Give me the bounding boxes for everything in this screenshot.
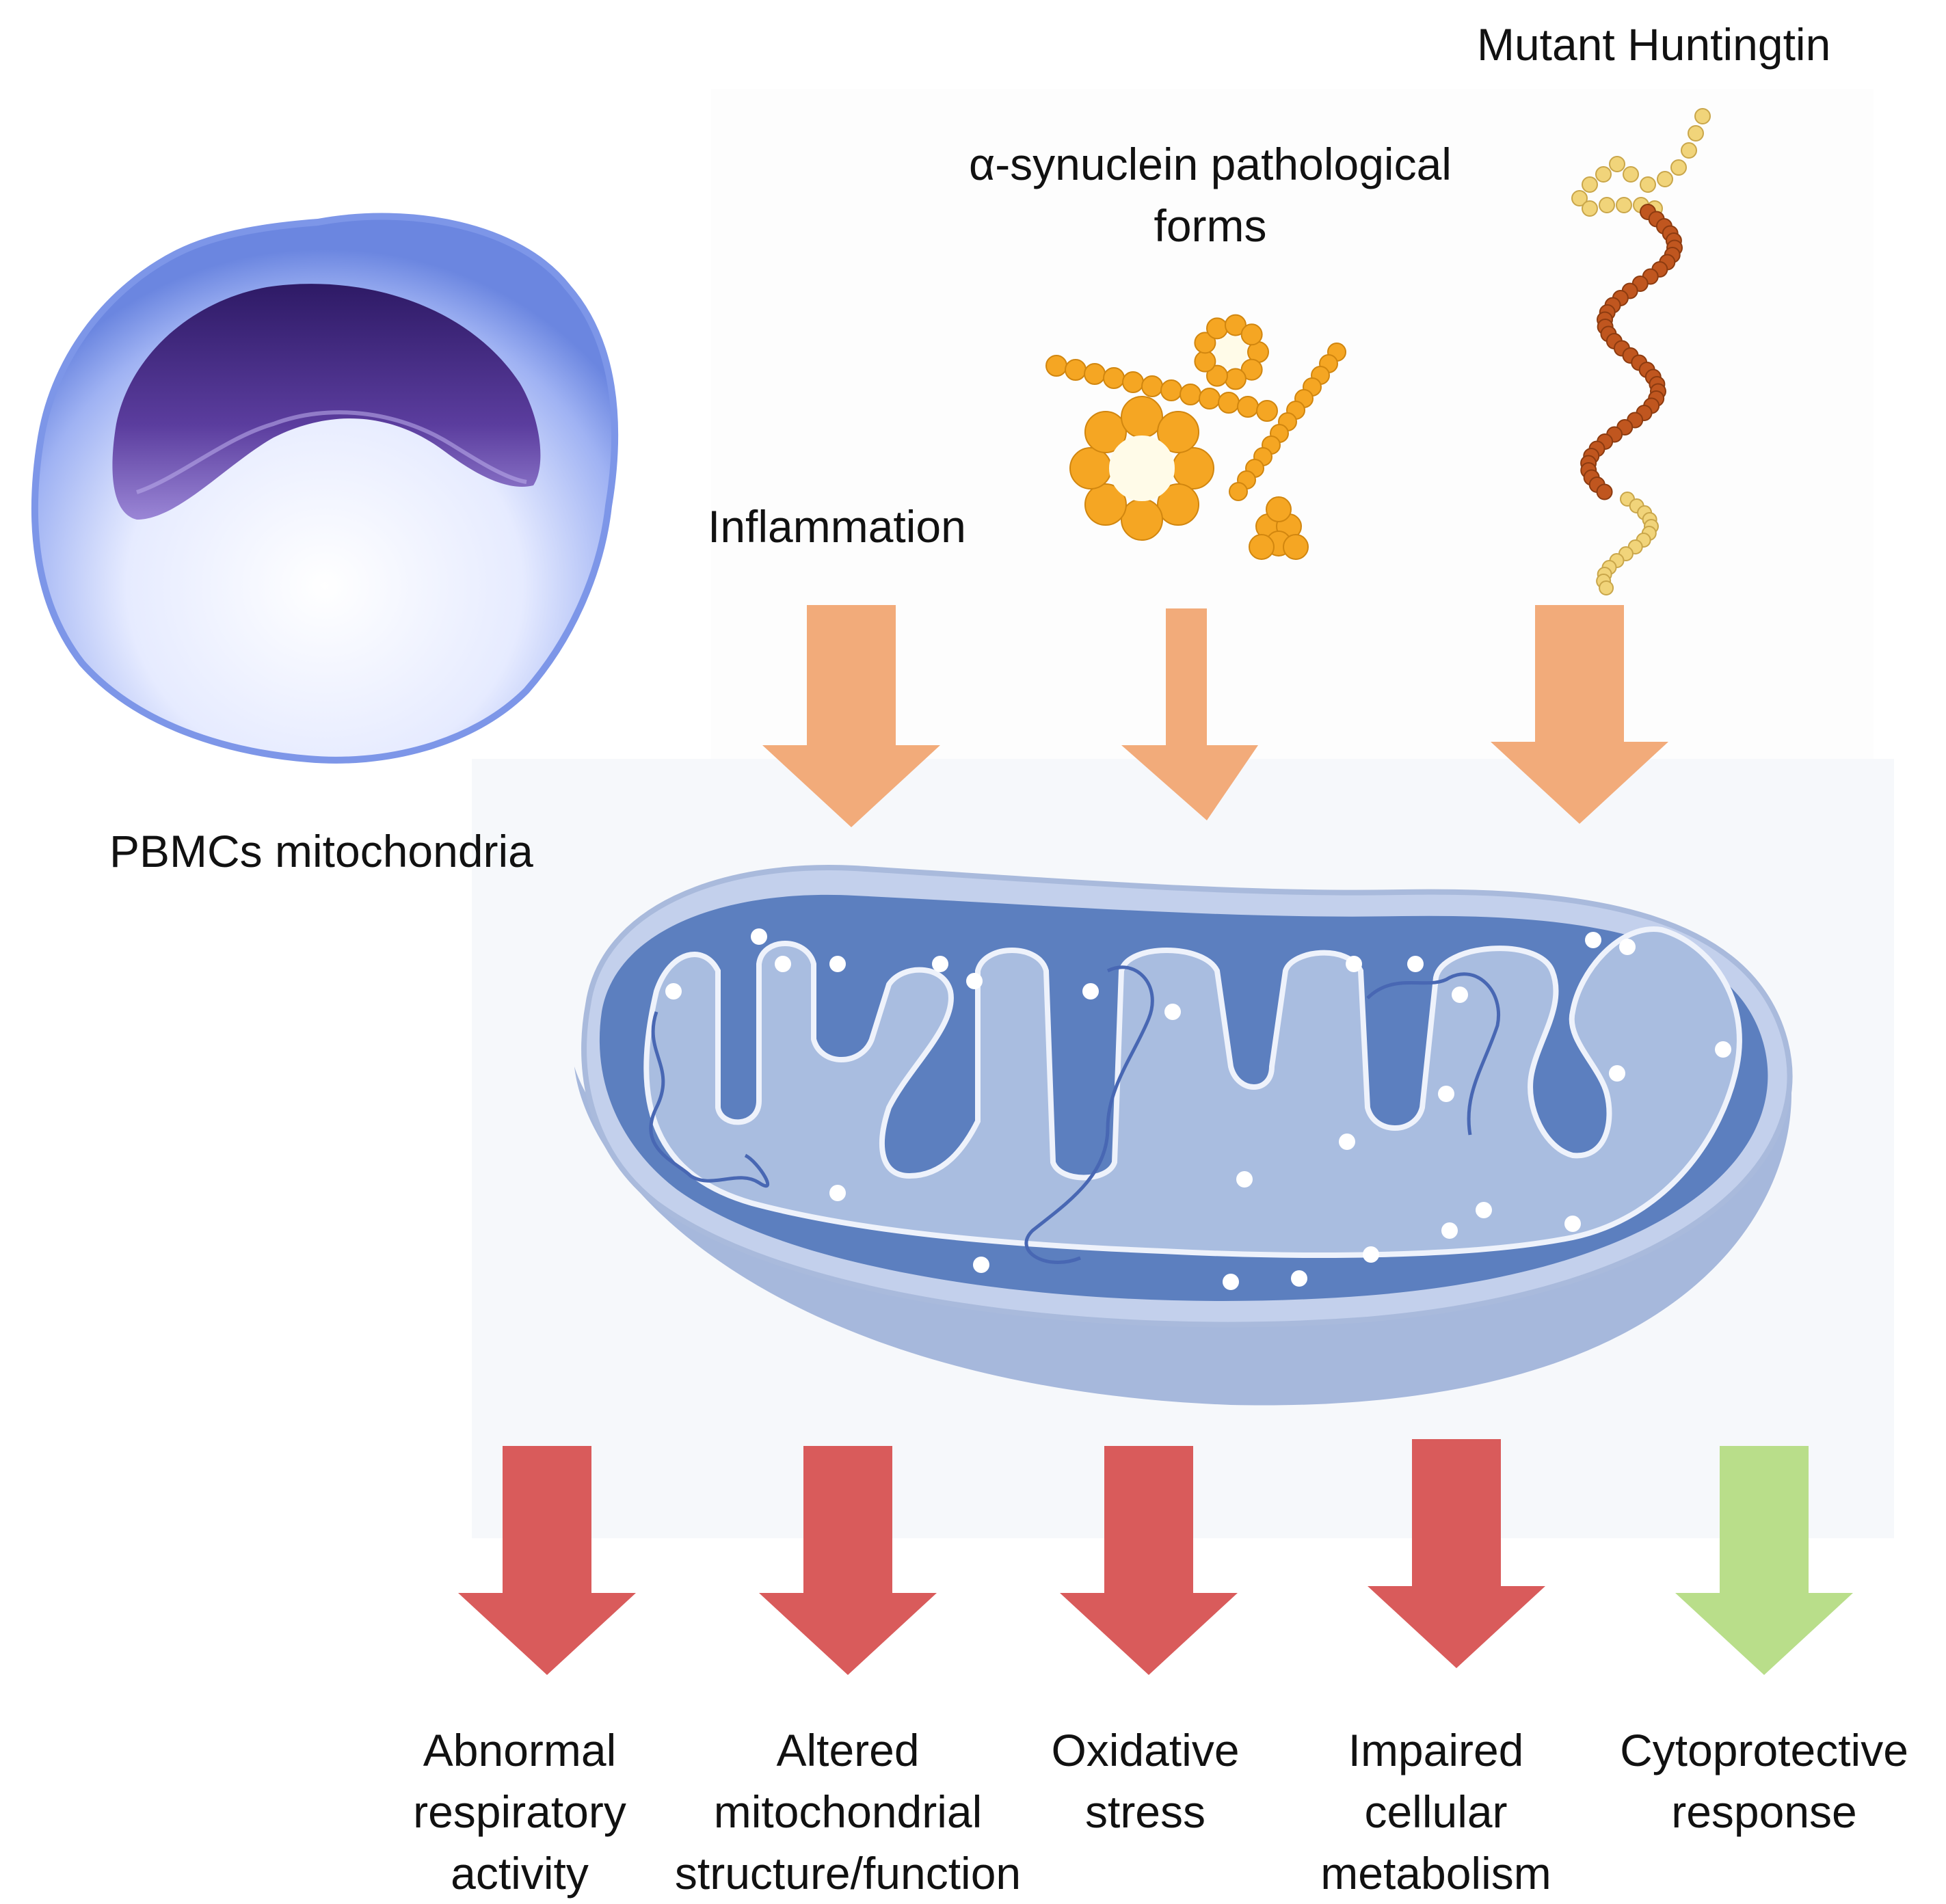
outcome-label-4: Impaired cellular metabolism <box>1210 1719 1662 1904</box>
outcome-label-line: stress <box>1084 1786 1206 1837</box>
synuclein-label-line-2: forms <box>1154 200 1267 251</box>
mitochondrion-icon <box>574 865 1793 1406</box>
huntingtin-chain-icon <box>1571 108 1711 595</box>
outcome-label-line: metabolism <box>1320 1848 1551 1899</box>
nucleus <box>112 284 541 520</box>
arrow-huntingtin <box>1491 605 1668 824</box>
outcome-arrow-2 <box>759 1446 937 1675</box>
outcome-label-5: Cytoprotective response <box>1538 1719 1946 1842</box>
outcome-label-1: Abnormal respiratory activity <box>294 1719 745 1904</box>
outcome-label-line: respiratory <box>413 1786 626 1837</box>
outcome-label-line: structure/function <box>674 1848 1022 1899</box>
synuclein-label-line-1: α-synuclein pathological <box>969 139 1452 189</box>
huntingtin-label: Mutant Huntingtin <box>1477 19 1831 70</box>
arrow-synuclein <box>1121 608 1258 820</box>
synuclein-aggregates-icon <box>1045 314 1346 560</box>
outcome-label-line: Impaired <box>1348 1725 1524 1775</box>
outcome-label-line: activity <box>451 1848 589 1899</box>
outcome-arrow-3 <box>1060 1446 1238 1675</box>
outcome-label-3: Oxidative stress <box>920 1719 1371 1842</box>
outcome-label-line: Cytoprotective <box>1620 1725 1908 1775</box>
outcome-label-line: Oxidative <box>1051 1725 1240 1775</box>
arrow-inflammation <box>762 605 940 827</box>
outcome-label-line: mitochondrial <box>713 1786 983 1837</box>
synuclein-label: α-synuclein pathological forms <box>930 133 1491 256</box>
outcome-label-line: cellular <box>1364 1786 1508 1837</box>
outcome-label-line: response <box>1671 1786 1857 1837</box>
outcome-label-2: Altered mitochondrial structure/function <box>622 1719 1074 1904</box>
outcome-label-line: Altered <box>776 1725 920 1775</box>
outcome-arrow-5 <box>1675 1446 1853 1675</box>
outcome-arrow-4 <box>1368 1439 1545 1668</box>
pbmc-label: PBMCs mitochondria <box>109 826 533 876</box>
outcome-arrow-1 <box>458 1446 636 1675</box>
inflammation-label: Inflammation <box>708 501 966 552</box>
outcome-label-line: Abnormal <box>423 1725 617 1775</box>
pbmc-cell-icon <box>31 213 619 764</box>
